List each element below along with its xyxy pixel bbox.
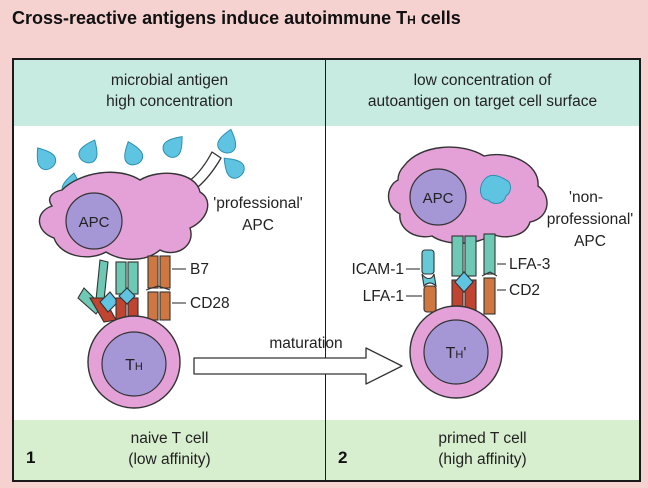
maturation-label: maturation: [269, 335, 342, 352]
panel-1-header-line-2: high concentration: [106, 93, 233, 110]
panel-2-number: 2: [338, 448, 348, 467]
apc-type-1-line-1: 'professional': [213, 195, 303, 212]
t-cell-nucleus-1: [101, 331, 167, 397]
t-cell-label-1-main: T: [125, 357, 135, 374]
label-lfa1: LFA-1: [363, 288, 404, 305]
panel-2-header: low concentration of autoantigen on targ…: [326, 60, 639, 126]
apc-type-1-line-2: APC: [242, 217, 274, 234]
apc-nucleus-1: [65, 192, 123, 250]
panel-2-header-line-2: autoantigen on target cell surface: [367, 93, 598, 110]
panel-2-header-line-1: low concentration of: [413, 72, 552, 89]
t-cell-label-2-prime: ': [463, 345, 466, 362]
antigen-drop: [217, 151, 249, 183]
lfa3-cd2-pair: [481, 233, 498, 315]
panel-2-footer-line-2: (high affinity): [438, 451, 527, 468]
b7-cd28-pair: [145, 255, 171, 321]
title-subscript: H: [407, 13, 416, 27]
t-cell-label-2: TH': [446, 345, 467, 362]
icam1-lfa1-pair: [421, 249, 437, 313]
apc-nucleus-2: [409, 168, 467, 226]
apc-type-2-line-1: 'non-: [569, 189, 603, 206]
antigen-drop: [159, 130, 190, 162]
panel-1-number: 1: [26, 448, 36, 467]
panel-2: low concentration of autoantigen on targ…: [325, 58, 641, 482]
label-lfa3: LFA-3: [509, 256, 550, 273]
t-cell-nucleus-2: [423, 319, 489, 385]
figure-title: Cross-reactive antigens induce autoimmun…: [12, 8, 461, 29]
antigen-drop: [215, 126, 241, 156]
t-cell-label-1-sub: H: [135, 361, 143, 373]
mhc-tcr-pair-1: [77, 259, 119, 323]
apc-type-2-line-2: professional': [547, 211, 634, 228]
panel-2-footer: primed T cell (high affinity): [326, 420, 639, 480]
mhc-tcr-pair-2: [115, 261, 139, 323]
maturation-arrow: [193, 347, 403, 385]
mhc-tcr-pair-3: [451, 235, 477, 315]
t-cell-label-2-sub: H: [455, 349, 463, 361]
t-cell-label-1: TH: [125, 357, 143, 374]
label-b7: B7: [190, 261, 209, 278]
title-text: Cross-reactive antigens induce autoimmun…: [12, 8, 408, 28]
label-cd28: CD28: [190, 295, 230, 312]
panel-1-footer: naive T cell (low affinity): [14, 420, 325, 480]
panel-2-footer-line-1: primed T cell: [438, 430, 527, 447]
panel-1-header: microbial antigen high concentration: [14, 60, 325, 126]
apc-label-2: APC: [423, 190, 454, 207]
apc-type-2-line-3: APC: [574, 233, 606, 250]
panel-1-footer-line-2: (low affinity): [128, 451, 211, 468]
title-end: cells: [415, 8, 461, 28]
antigen-drop: [29, 142, 60, 174]
antigen-drop: [75, 135, 104, 167]
antigen-drop: [119, 138, 146, 168]
label-icam1: ICAM-1: [351, 261, 404, 278]
t-cell-label-2-main: T: [446, 345, 456, 362]
apc-label-1: APC: [79, 214, 110, 231]
panel-1-footer-line-1: naive T cell: [130, 430, 209, 447]
internal-antigen: [480, 174, 511, 204]
panel-1-header-line-1: microbial antigen: [110, 72, 229, 89]
label-cd2: CD2: [509, 282, 540, 299]
